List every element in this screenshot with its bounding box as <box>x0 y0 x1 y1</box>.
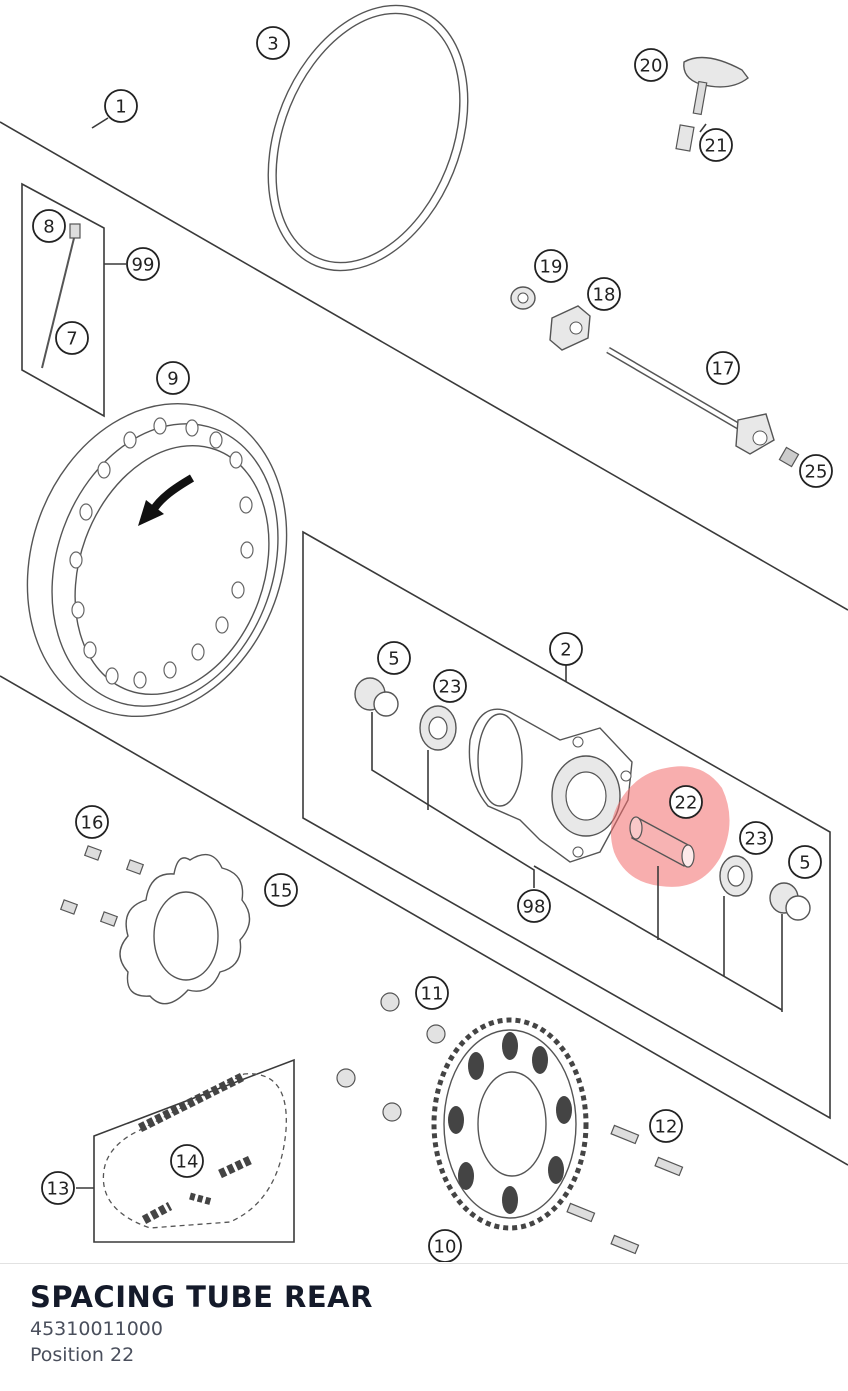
part-axle-nut[interactable] <box>510 286 536 310</box>
callout-label: 16 <box>81 813 104 834</box>
frame-line-bottom <box>0 675 848 1166</box>
callout-23[interactable]: 23 <box>433 669 467 703</box>
part-wheel-spindle[interactable] <box>606 346 775 455</box>
callout-label: 3 <box>267 34 278 55</box>
callout-label: 1 <box>115 97 126 118</box>
part-info-footer: SPACING TUBE REAR 45310011000 Position 2… <box>0 1263 848 1391</box>
callout-label: 23 <box>745 829 768 850</box>
callout-label: 7 <box>66 329 77 350</box>
leader-21 <box>699 123 707 133</box>
callout-3[interactable]: 3 <box>256 26 290 60</box>
callout-label: 22 <box>675 793 698 814</box>
leader-98 <box>371 712 535 888</box>
callout-label: 13 <box>47 1179 70 1200</box>
callout-group: 1235578910111213141516171819202122232325… <box>32 26 833 1262</box>
leader-1 <box>91 117 109 129</box>
part-brake-disc-screws[interactable] <box>59 845 145 927</box>
rotation-arrow-icon <box>138 474 195 526</box>
callout-12[interactable]: 12 <box>649 1109 683 1143</box>
callout-15[interactable]: 15 <box>264 873 298 907</box>
callout-label: 12 <box>655 1117 678 1138</box>
callout-label: 25 <box>805 462 828 483</box>
part-position: Position 22 <box>30 1344 135 1366</box>
callout-label: 18 <box>593 285 616 306</box>
leader-98-bar <box>533 865 783 1011</box>
callout-98[interactable]: 98 <box>517 889 551 923</box>
callout-5[interactable]: 5 <box>788 845 822 879</box>
part-rear-hub[interactable] <box>468 708 633 863</box>
part-brake-disc[interactable] <box>119 853 251 1005</box>
part-spacing-tube-rear[interactable] <box>629 816 695 868</box>
part-sprocket-screws[interactable] <box>566 1124 684 1255</box>
callout-label: 21 <box>705 136 728 157</box>
callout-label: 5 <box>799 853 810 874</box>
callout-16[interactable]: 16 <box>75 805 109 839</box>
callout-label: 17 <box>712 359 735 380</box>
part-tire-ring[interactable] <box>231 0 505 300</box>
part-valve-cap[interactable] <box>683 56 749 116</box>
spoke-group-box <box>21 182 105 418</box>
callout-18[interactable]: 18 <box>587 277 621 311</box>
callout-label: 19 <box>540 257 563 278</box>
callout-9[interactable]: 9 <box>156 361 190 395</box>
part-valve-insert[interactable] <box>675 124 695 152</box>
part-screw-25[interactable] <box>778 446 800 468</box>
part-distance-bushing-right[interactable] <box>769 882 811 921</box>
part-rear-sprocket[interactable] <box>431 1017 589 1231</box>
callout-label: 2 <box>560 640 571 661</box>
frame-line-top <box>0 121 848 611</box>
callout-label: 10 <box>434 1237 457 1258</box>
part-spoke[interactable] <box>41 223 81 369</box>
callout-17[interactable]: 17 <box>706 351 740 385</box>
callout-label: 23 <box>439 677 462 698</box>
callout-13[interactable]: 13 <box>41 1171 75 1205</box>
callout-7[interactable]: 7 <box>55 321 89 355</box>
callout-21[interactable]: 21 <box>699 128 733 162</box>
hub-group-box <box>302 530 831 1120</box>
callout-14[interactable]: 14 <box>170 1144 204 1178</box>
callout-1[interactable]: 1 <box>104 89 138 123</box>
part-distance-bushing-left[interactable] <box>354 677 399 717</box>
part-bearing-right[interactable] <box>719 855 753 897</box>
callout-label: 98 <box>523 897 546 918</box>
callout-label: 5 <box>388 649 399 670</box>
callout-19[interactable]: 19 <box>534 249 568 283</box>
part-chain-adjuster[interactable] <box>549 305 591 351</box>
callout-20[interactable]: 20 <box>634 48 668 82</box>
callout-label: 11 <box>421 984 444 1005</box>
callout-label: 8 <box>43 217 54 238</box>
callout-10[interactable]: 10 <box>428 1229 462 1262</box>
callout-label: 9 <box>167 369 178 390</box>
part-number: 45310011000 <box>30 1318 163 1340</box>
callout-label: 14 <box>176 1152 199 1173</box>
callout-label: 20 <box>640 56 663 77</box>
part-bearing-left[interactable] <box>419 705 457 751</box>
callout-8[interactable]: 8 <box>32 209 66 243</box>
callout-5[interactable]: 5 <box>377 641 411 675</box>
callout-label: 99 <box>132 255 155 276</box>
part-rim[interactable] <box>0 367 329 753</box>
callout-label: 15 <box>270 881 293 902</box>
callout-11[interactable]: 11 <box>415 976 449 1010</box>
chain-group-box <box>93 1058 295 1243</box>
callout-23[interactable]: 23 <box>739 821 773 855</box>
callout-99[interactable]: 99 <box>126 247 160 281</box>
part-chain[interactable] <box>102 1071 287 1229</box>
callout-25[interactable]: 25 <box>799 454 833 488</box>
part-sprocket-nuts[interactable] <box>336 992 446 1122</box>
part-name-title: SPACING TUBE REAR <box>30 1280 373 1314</box>
callout-22[interactable]: 22 <box>669 785 703 819</box>
callout-2[interactable]: 2 <box>549 632 583 666</box>
